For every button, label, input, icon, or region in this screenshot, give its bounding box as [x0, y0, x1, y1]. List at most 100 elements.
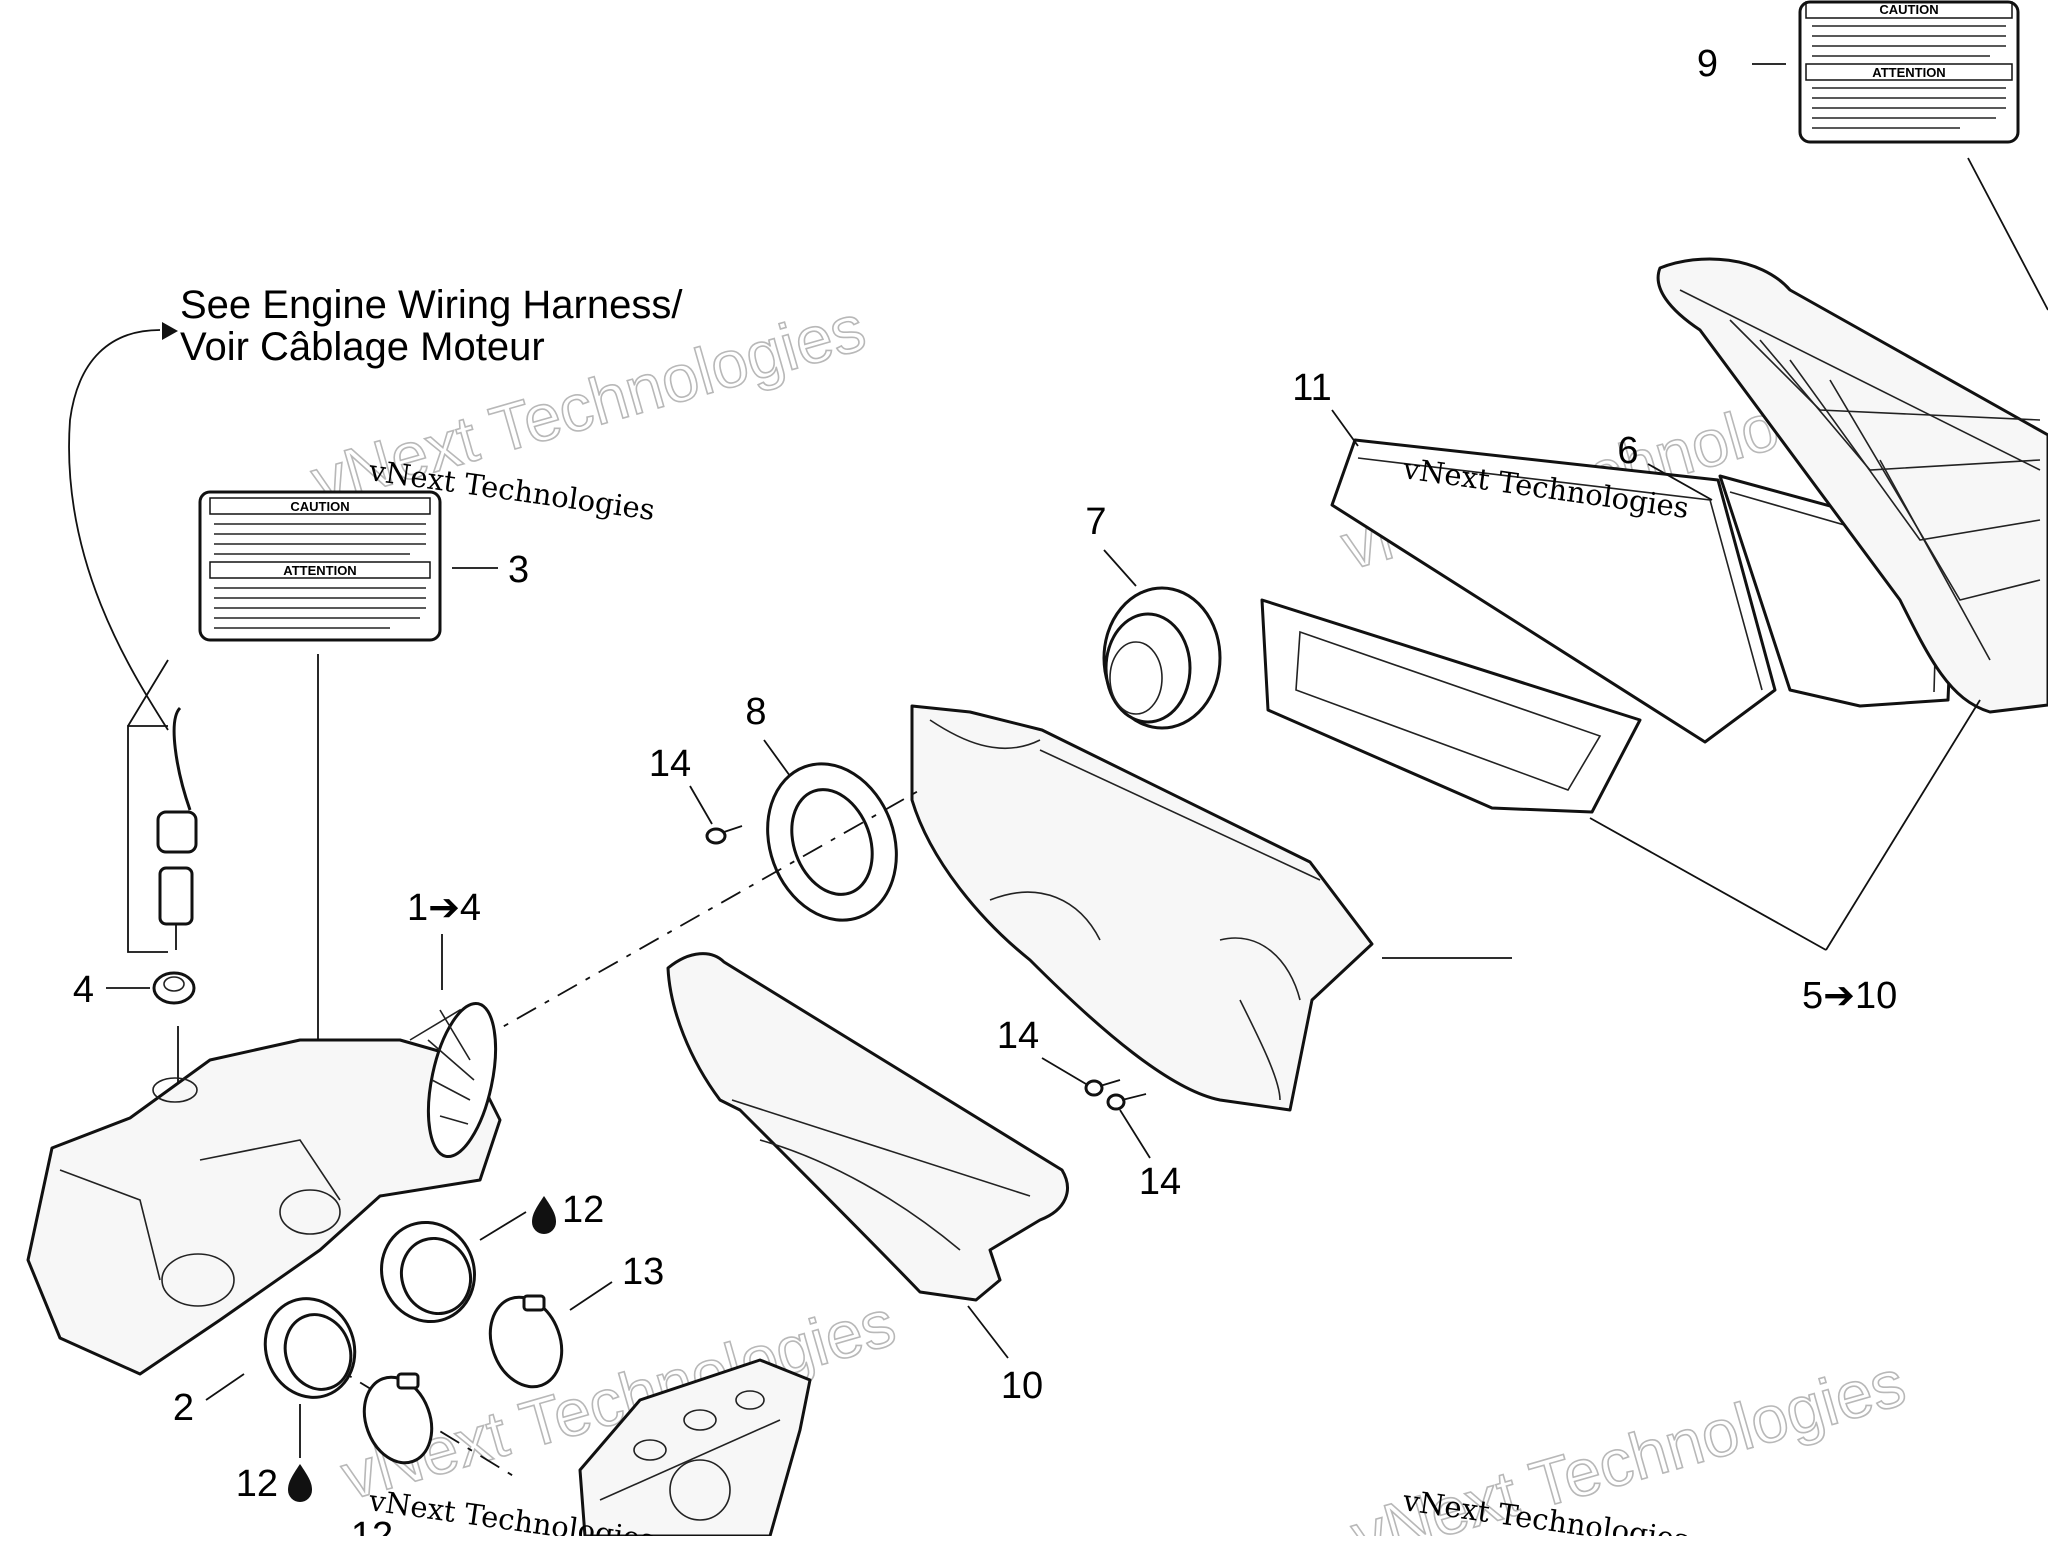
callout-6-leader	[1647, 463, 1713, 501]
part-14-bolt-mid-shank	[1099, 1079, 1121, 1087]
part-8-ring	[766, 762, 898, 922]
part-7-grommet	[1102, 586, 1222, 730]
lower-clamp-screw	[396, 1372, 420, 1390]
part-14-bolt-low-head	[1106, 1093, 1126, 1111]
upper-airbox-housing-body	[1656, 257, 2048, 714]
callout-7-leader	[1103, 549, 1137, 587]
airbox-seal-plate-opening	[1295, 630, 1602, 791]
callout-12-right-leader	[479, 1211, 527, 1241]
part-3-attention-box	[209, 561, 431, 579]
sensor-body	[158, 866, 194, 926]
engine-cylinder-head-details	[599, 1390, 781, 1521]
part-3-fine-print	[214, 523, 426, 629]
part-9-attention-title: ATTENTION	[1872, 65, 1945, 80]
part-4-grommet-hole	[163, 976, 185, 992]
oil-drop-icon	[288, 1464, 312, 1502]
part-9-decal: CAUTION ATTENTION	[1798, 0, 2020, 144]
callout-6: 6	[1617, 430, 1638, 472]
part-12-coupling-right	[380, 1220, 476, 1324]
wiring-harness-note: See Engine Wiring Harness/ Voir Câblage …	[68, 283, 683, 731]
part-10-cover	[666, 952, 1069, 1302]
callout-7: 7	[1085, 501, 1106, 543]
callout-9: 9	[1697, 43, 1718, 85]
part-14-bolt-top-shank	[723, 825, 743, 833]
part-14-bolt-low	[1106, 1093, 1147, 1111]
part-13-clamp	[488, 1294, 564, 1389]
callout-14-low-leader	[1119, 1109, 1151, 1159]
part-3-decal: CAUTION ATTENTION	[198, 490, 442, 642]
part-14-bolt-mid	[1084, 1079, 1121, 1097]
callout-5to10-leader-b	[1825, 699, 1981, 951]
part-4-grommet-body	[152, 971, 196, 1005]
assembly-axis-line	[475, 789, 921, 1043]
part-12-coupling-left-inner	[283, 1313, 353, 1391]
part-3-caution-box	[209, 497, 431, 515]
part-3-attention-title: ATTENTION	[283, 563, 356, 578]
callout-1to4: 1➔4	[407, 887, 481, 929]
part-4-grommet	[152, 971, 196, 1005]
callout-14-top: 14	[649, 743, 691, 785]
callout-3: 3	[508, 549, 529, 591]
sensor-bracket-frame	[127, 725, 168, 953]
wiring-harness-note-line2: Voir Câblage Moteur	[180, 325, 545, 369]
part-10-cover-details	[731, 1099, 1031, 1251]
part-9-caution-title: CAUTION	[1879, 2, 1938, 17]
callout-13: 13	[622, 1251, 664, 1293]
part-9-fine-print	[1812, 25, 2006, 129]
part-9-attention-box	[1805, 63, 2013, 81]
part-10-cover-body	[666, 952, 1069, 1302]
main-airbox-details	[929, 719, 1321, 1101]
part-7-grommet-inner	[1104, 612, 1192, 724]
callout-10-leader	[967, 1305, 1009, 1359]
callout-8: 8	[745, 691, 766, 733]
part-12-coupling-right-inner	[400, 1236, 472, 1316]
callout-2: 2	[173, 1387, 194, 1429]
part-14-bolt-top	[705, 825, 743, 845]
sensor-wire	[172, 706, 192, 811]
callout-13-leader	[569, 1281, 613, 1311]
lower-clamp-band	[362, 1375, 434, 1465]
upper-airbox-housing-ribs	[1679, 289, 2041, 661]
callout-14-top-leader	[689, 785, 713, 825]
callout-12-right: 12	[562, 1189, 604, 1231]
wiring-harness-arrow-line	[68, 329, 169, 731]
callout-14-mid-leader	[1041, 1057, 1087, 1085]
part-11-cover	[1330, 438, 1777, 744]
part-14-bolt-low-shank	[1121, 1093, 1147, 1101]
part-14-bolt-top-head	[705, 827, 727, 845]
assembly-axis-line-lower	[319, 1357, 521, 1481]
airbox-seal-plate-body	[1260, 598, 1642, 814]
sensor-bracket-link	[127, 659, 169, 727]
callout-2-leader	[205, 1373, 245, 1401]
lower-airbox-body	[26, 1038, 502, 1376]
part-7-grommet-bore	[1109, 641, 1163, 715]
sensor-bracket-group	[127, 659, 198, 953]
part-1-intake-duct	[426, 1001, 498, 1159]
airbox-seal-plate	[1260, 598, 1642, 814]
callout-10: 10	[1001, 1365, 1043, 1407]
callout-14-low: 14	[1139, 1161, 1181, 1203]
part-12-coupling-left	[263, 1297, 357, 1399]
wiring-harness-note-line1: See Engine Wiring Harness/	[180, 283, 683, 327]
oil-drop-icon-right	[532, 1196, 556, 1234]
sensor-connector	[156, 810, 198, 854]
part-11-cover-body	[1330, 438, 1777, 744]
callout-5to10: 5➔10	[1802, 975, 1897, 1017]
part-11-cover-edge	[1357, 457, 1763, 691]
lower-airbox	[26, 1008, 502, 1376]
wiring-harness-arrowhead-icon	[162, 322, 178, 340]
callout-12-left: 12	[236, 1463, 278, 1505]
lower-clamp	[362, 1372, 434, 1465]
part-9-caution-box	[1805, 1, 2013, 19]
callout-11: 11	[1292, 367, 1331, 409]
oil-drop-icon	[532, 1196, 556, 1234]
part-1-intake-flange-ribs	[427, 1009, 475, 1125]
part-13-clamp-screw	[522, 1294, 546, 1312]
callout-11-leader	[1331, 409, 1359, 447]
oil-drop-icon-left	[288, 1464, 312, 1502]
part-14-bolt-mid-head	[1084, 1079, 1104, 1097]
main-airbox-body	[910, 704, 1374, 1112]
upper-airbox-housing	[1656, 257, 2048, 714]
part-3-decal-body	[198, 490, 442, 642]
